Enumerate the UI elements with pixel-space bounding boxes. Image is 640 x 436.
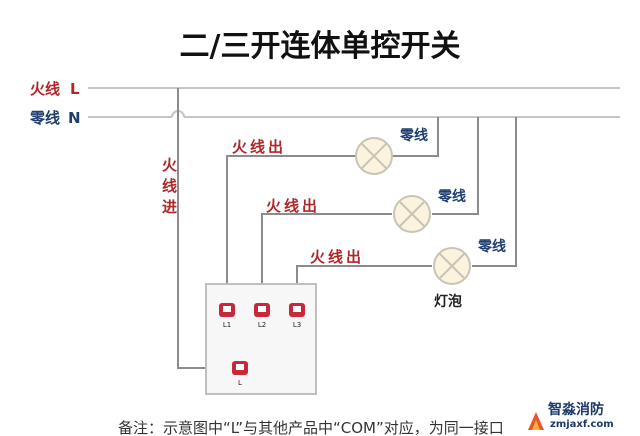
lamp-label: 灯泡 — [434, 293, 462, 310]
lamp-1 — [355, 137, 393, 175]
live-line-symbol: L — [70, 80, 80, 98]
watermark: 智淼消防 zmjaxf.com — [520, 396, 640, 436]
neutral-return-1 — [392, 117, 439, 157]
output-wire-1 — [226, 155, 356, 306]
watermark-domain: zmjaxf.com — [550, 419, 614, 430]
neutral-line-symbol: N — [68, 109, 81, 127]
terminal-l1 — [219, 303, 235, 317]
lamp-2 — [393, 195, 431, 233]
terminal-label-l1: L1 — [223, 321, 231, 329]
terminal-label-l2: L2 — [258, 321, 266, 329]
output-label-3: 火线出 — [310, 248, 364, 266]
terminal-label-common: L — [238, 379, 242, 387]
neutral-label-1: 零线 — [399, 127, 428, 144]
neutral-label-2: 零线 — [437, 188, 466, 205]
watermark-brand: 智淼消防 — [547, 401, 604, 418]
neutral-return-3 — [472, 117, 517, 267]
output-label-1: 火线出 — [232, 138, 286, 156]
output-label-2: 火线出 — [266, 197, 320, 215]
footnote: 备注：示意图中“L”与其他产品中“COM”对应，为同一接口 — [118, 419, 504, 436]
live-in-char-2: 线 — [162, 177, 177, 195]
page-title: 二/三开连体单控开关 — [180, 29, 461, 64]
output-wire-2 — [261, 213, 392, 306]
terminal-l3 — [289, 303, 305, 317]
terminal-l2 — [254, 303, 270, 317]
switch-body — [205, 283, 317, 395]
lamp-3 — [433, 247, 471, 285]
terminal-label-l3: L3 — [293, 321, 301, 329]
brand-logo-icon — [528, 412, 544, 430]
neutral-label-3: 零线 — [477, 238, 506, 255]
neutral-line-label: 零线 — [29, 109, 60, 127]
live-in-char-3: 进 — [162, 198, 177, 216]
output-wire-3 — [296, 265, 432, 306]
live-in-char-1: 火 — [162, 156, 178, 174]
neutral-return-2 — [432, 117, 479, 215]
terminal-common — [232, 361, 248, 375]
live-line-label: 火线 — [30, 80, 60, 98]
